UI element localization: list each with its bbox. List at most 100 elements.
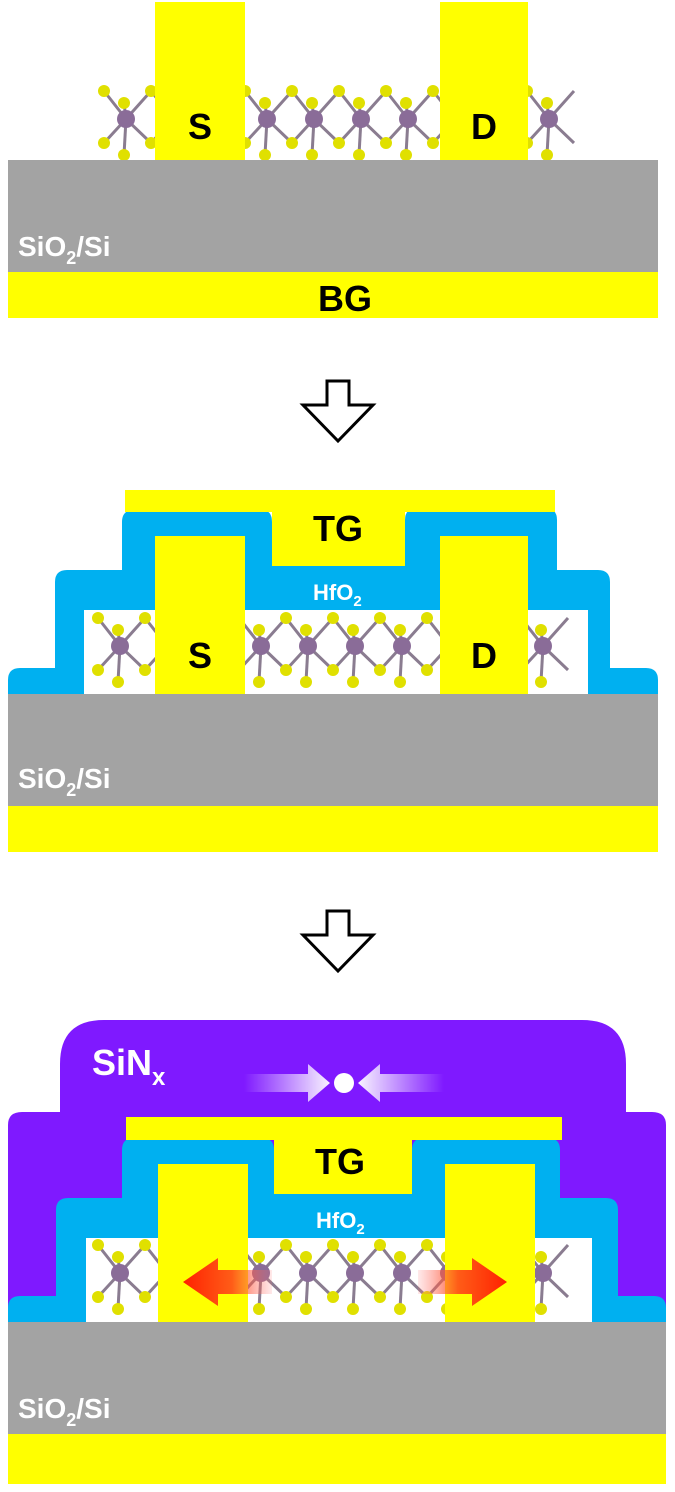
metal-atom — [393, 1264, 411, 1282]
hfo2-label: HfO2 — [313, 580, 362, 610]
chalcogen-atom — [145, 85, 157, 97]
metal-atom — [352, 110, 370, 128]
chalcogen-atom — [327, 664, 339, 676]
chalcogen-atom — [327, 612, 339, 624]
chalcogen-atom — [535, 1303, 547, 1315]
metal-atom — [252, 637, 270, 655]
chalcogen-atom — [427, 85, 439, 97]
chalcogen-atom — [400, 149, 412, 161]
chalcogen-atom — [306, 97, 318, 109]
chalcogen-atom — [280, 664, 292, 676]
back-gate-electrode — [8, 272, 658, 318]
chalcogen-atom — [353, 149, 365, 161]
chalcogen-atom — [394, 676, 406, 688]
drain-electrode — [440, 2, 528, 160]
sinx-label: SiNx — [92, 1042, 166, 1091]
chalcogen-atom — [92, 1239, 104, 1251]
chalcogen-atom — [347, 676, 359, 688]
drain-label: D — [471, 106, 497, 147]
metal-atom — [117, 110, 135, 128]
chalcogen-atom — [374, 664, 386, 676]
chalcogen-atom — [535, 624, 547, 636]
chalcogen-atom — [427, 137, 439, 149]
back-gate-electrode — [8, 806, 658, 852]
stress-point-dot — [334, 1073, 354, 1093]
chalcogen-atom — [394, 1251, 406, 1263]
chalcogen-atom — [253, 1303, 265, 1315]
chalcogen-atom — [327, 1291, 339, 1303]
metal-atom — [299, 637, 317, 655]
drain-label: D — [471, 635, 497, 676]
chalcogen-atom — [112, 1303, 124, 1315]
chalcogen-atom — [253, 1251, 265, 1263]
substrate-sio2-si — [8, 1322, 666, 1434]
panel-back-gated-device: S D SiO2/Si BG — [8, 2, 658, 319]
metal-atom — [399, 110, 417, 128]
drain-electrode — [440, 536, 528, 694]
down-arrow-outline-icon — [299, 379, 377, 444]
chalcogen-atom — [253, 624, 265, 636]
chalcogen-atom — [306, 149, 318, 161]
metal-atom — [393, 637, 411, 655]
chalcogen-atom — [259, 149, 271, 161]
chalcogen-atom — [535, 1251, 547, 1263]
metal-atom — [299, 1264, 317, 1282]
chalcogen-atom — [374, 612, 386, 624]
source-label: S — [188, 635, 212, 676]
metal-atom — [111, 1264, 129, 1282]
source-electrode — [155, 536, 245, 694]
chalcogen-atom — [112, 624, 124, 636]
chalcogen-atom — [139, 1291, 151, 1303]
chalcogen-atom — [139, 612, 151, 624]
compressive-stress-indicator — [244, 1064, 444, 1102]
chalcogen-atom — [259, 97, 271, 109]
compress-arrow-right — [358, 1064, 444, 1102]
top-gate-electrode — [272, 510, 405, 566]
down-arrow-outline-icon — [299, 909, 377, 974]
chalcogen-atom — [300, 624, 312, 636]
back-gate-electrode — [8, 1434, 666, 1484]
chalcogen-atom — [300, 676, 312, 688]
source-electrode — [155, 2, 245, 160]
metal-atom — [258, 110, 276, 128]
metal-atom — [540, 110, 558, 128]
chalcogen-atom — [118, 149, 130, 161]
chalcogen-atom — [327, 1239, 339, 1251]
chalcogen-atom — [92, 1291, 104, 1303]
chalcogen-atom — [112, 1251, 124, 1263]
back-gate-label: BG — [318, 278, 372, 319]
metal-atom — [346, 637, 364, 655]
chalcogen-atom — [347, 1251, 359, 1263]
chalcogen-atom — [421, 1239, 433, 1251]
substrate-sio2-si — [8, 694, 658, 806]
panel-sinx-stressed-device: SiNx TG HfO2 SiO2/Si — [8, 1020, 666, 1484]
chalcogen-atom — [280, 1291, 292, 1303]
chalcogen-atom — [380, 85, 392, 97]
substrate-sio2-si — [8, 160, 658, 272]
chalcogen-atom — [374, 1291, 386, 1303]
top-gate-electrode — [126, 1117, 562, 1140]
chalcogen-atom — [333, 137, 345, 149]
chalcogen-atom — [112, 676, 124, 688]
source-label: S — [188, 106, 212, 147]
substrate-label: SiO2/Si — [18, 763, 110, 800]
chalcogen-atom — [394, 624, 406, 636]
chalcogen-atom — [333, 85, 345, 97]
chalcogen-atom — [421, 612, 433, 624]
metal-atom — [346, 1264, 364, 1282]
chalcogen-atom — [253, 676, 265, 688]
chalcogen-atom — [92, 664, 104, 676]
chalcogen-atom — [535, 676, 547, 688]
metal-atom — [534, 637, 552, 655]
top-gate-electrode — [274, 1138, 412, 1194]
chalcogen-atom — [98, 85, 110, 97]
substrate-label: SiO2/Si — [18, 231, 110, 268]
top-gate-label: TG — [313, 508, 363, 549]
substrate-label: SiO2/Si — [18, 1393, 110, 1430]
metal-atom — [534, 1264, 552, 1282]
chalcogen-atom — [347, 1303, 359, 1315]
chalcogen-atom — [374, 1239, 386, 1251]
chalcogen-atom — [280, 612, 292, 624]
panel-top-gated-device: TG HfO2 S D SiO2/Si — [8, 490, 658, 852]
source-electrode — [158, 1164, 248, 1322]
